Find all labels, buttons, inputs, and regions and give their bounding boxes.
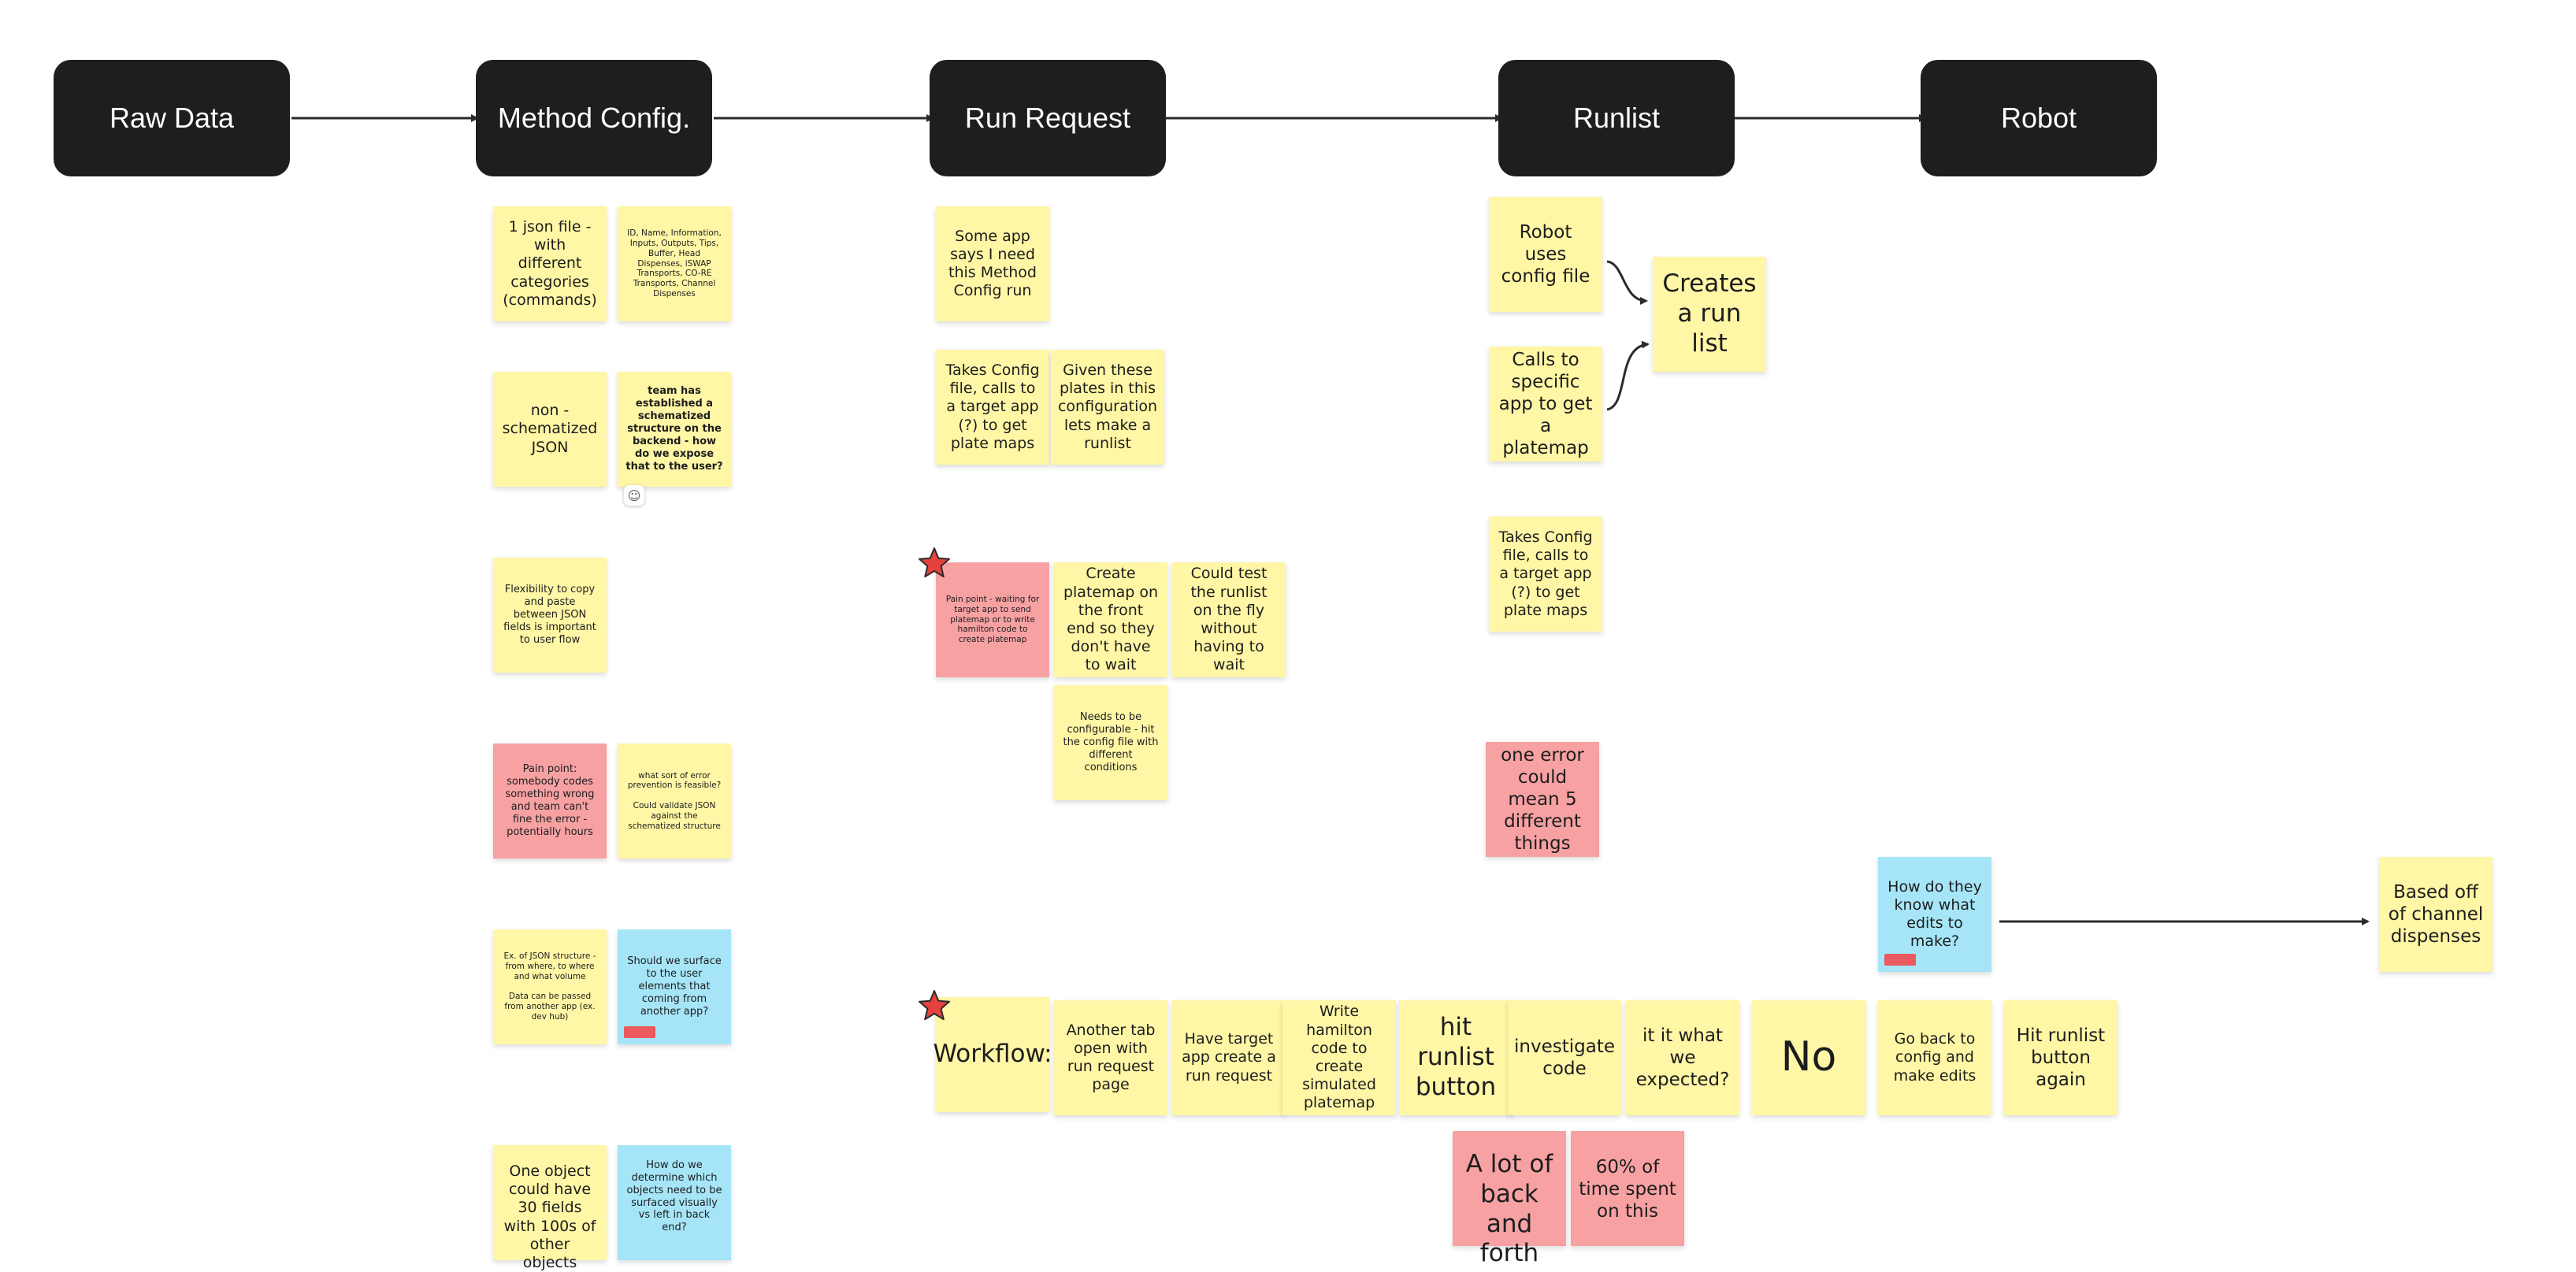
sticky-text: Needs to be configurable - hit the confi… xyxy=(1063,711,1159,773)
sticky-text: Go back to config and make edits xyxy=(1893,1030,1977,1085)
sticky-text: Another tab open with run request page xyxy=(1066,1021,1156,1094)
sticky-note[interactable]: Needs to be configurable - hit the confi… xyxy=(1054,685,1167,800)
sticky-text: Should we surface to the user elements t… xyxy=(627,955,722,1018)
sticky-text: How do we determine which objects need t… xyxy=(626,1159,722,1234)
sticky-note[interactable]: Pain point - waiting for target app to s… xyxy=(936,562,1049,677)
sticky-text: one error could mean 5 different things xyxy=(1501,744,1584,855)
tag-label xyxy=(624,1026,655,1038)
workflow-step[interactable]: Another tab open with run request page xyxy=(1054,1000,1167,1115)
sticky-note[interactable]: Create platemap on the front end so they… xyxy=(1054,562,1167,677)
workflow-step[interactable]: No xyxy=(1752,1000,1865,1115)
sticky-text: A lot of back and forth xyxy=(1465,1150,1553,1268)
workflow-step[interactable]: Write hamilton code to create simulated … xyxy=(1282,1000,1396,1115)
sticky-note[interactable]: Takes Config file, calls to a target app… xyxy=(1489,517,1602,632)
sticky-note[interactable]: Robot uses config file xyxy=(1489,197,1602,312)
sticky-note[interactable]: Pain point: somebody codes something wro… xyxy=(493,744,607,859)
sticky-note[interactable]: Should we surface to the user elements t… xyxy=(618,929,731,1044)
sticky-text: Creates a run list xyxy=(1662,269,1757,358)
stage-runlist[interactable]: Runlist xyxy=(1498,60,1735,176)
sticky-note[interactable]: non - schematized JSON xyxy=(493,372,607,487)
arrow-calls-specific-to-creates xyxy=(1606,340,1650,411)
sticky-text: Hit runlist button again xyxy=(2016,1025,2106,1091)
add-reaction-icon[interactable]: ☺ xyxy=(624,485,644,506)
sticky-text: non - schematized JSON xyxy=(502,402,598,456)
sticky-note[interactable]: Flexibility to copy and paste between JS… xyxy=(493,558,607,673)
sticky-text: it it what we expected? xyxy=(1635,1025,1730,1091)
sticky-note[interactable]: Takes Config file, calls to a target app… xyxy=(936,350,1049,465)
stage-run-request[interactable]: Run Request xyxy=(930,60,1166,176)
sticky-text: team has established a schematized struc… xyxy=(625,385,723,473)
sticky-note[interactable]: Ex. of JSON structure - from where, to w… xyxy=(493,929,607,1044)
sticky-text: Robot uses config file xyxy=(1501,221,1591,287)
sticky-text: ID, Name, Information, Inputs, Outputs, … xyxy=(627,228,722,299)
sticky-text: Calls to specific app to get a platemap xyxy=(1498,349,1593,459)
tag-label xyxy=(1884,954,1916,966)
sticky-note[interactable]: team has established a schematized struc… xyxy=(618,372,731,487)
sticky-note[interactable]: Creates a run list xyxy=(1653,257,1766,372)
sticky-text: Given these plates in this configuration… xyxy=(1057,362,1158,452)
stage-label: Run Request xyxy=(964,102,1131,134)
sticky-note[interactable]: 1 json file - with different categories … xyxy=(493,206,607,321)
sticky-note[interactable]: A lot of back and forth xyxy=(1453,1131,1566,1267)
stage-label: Robot xyxy=(2000,102,2077,134)
sticky-text: Takes Config file, calls to a target app… xyxy=(945,362,1040,452)
sticky-note[interactable]: Could test the runlist on the fly withou… xyxy=(1172,562,1286,677)
sticky-note[interactable]: what sort of error prevention is feasibl… xyxy=(618,744,731,859)
sticky-note[interactable]: One object could have 30 fields with 100… xyxy=(493,1145,607,1271)
sticky-text: Could test the runlist on the fly withou… xyxy=(1190,565,1268,674)
workflow-step[interactable]: Hit runlist button again xyxy=(2004,1000,2118,1115)
stage-raw-data[interactable]: Raw Data xyxy=(54,60,290,176)
sticky-text: Create platemap on the front end so they… xyxy=(1063,565,1159,674)
workflow-step[interactable]: Go back to config and make edits xyxy=(1878,1000,1991,1115)
sticky-text: Based off of channel dispenses xyxy=(2388,881,2484,948)
sticky-text: what sort of error prevention is feasibl… xyxy=(627,770,722,831)
workflow-step[interactable]: hit runlist button xyxy=(1399,1000,1513,1115)
sticky-text: Pain point - waiting for target app to s… xyxy=(945,595,1040,645)
sticky-text: Some app says I need this Method Config … xyxy=(948,227,1037,300)
sticky-text: Pain point: somebody codes something wro… xyxy=(505,763,595,838)
sticky-text: Flexibility to copy and paste between JS… xyxy=(503,584,596,646)
sticky-note[interactable]: Some app says I need this Method Config … xyxy=(936,206,1049,321)
sticky-text: 1 json file - with different categories … xyxy=(503,218,597,309)
sticky-text: How do they know what edits to make? xyxy=(1887,877,1982,951)
workflow-step[interactable]: Have target app create a run request xyxy=(1172,1000,1286,1115)
arrow-robot-uses-to-creates xyxy=(1606,260,1648,305)
workflow-step[interactable]: it it what we expected? xyxy=(1626,1000,1739,1115)
sticky-text: One object could have 30 fields with 100… xyxy=(503,1163,596,1271)
stage-label: Raw Data xyxy=(109,102,235,134)
workflow-label[interactable]: Workflow: xyxy=(933,997,1052,1112)
sticky-text: hit runlist button xyxy=(1415,1013,1497,1101)
sticky-note[interactable]: How do we determine which objects need t… xyxy=(618,1145,731,1260)
sticky-text: 60% of time spent on this xyxy=(1579,1157,1676,1222)
stage-label: Method Config. xyxy=(497,102,691,134)
workflow-step[interactable]: investigate code xyxy=(1508,1000,1621,1115)
sticky-text: No xyxy=(1780,1033,1837,1081)
sticky-text: Workflow: xyxy=(933,1040,1052,1069)
star-icon[interactable] xyxy=(919,989,950,1021)
sticky-text: Takes Config file, calls to a target app… xyxy=(1498,528,1593,619)
sticky-note[interactable]: Given these plates in this configuration… xyxy=(1051,350,1164,465)
sticky-note[interactable]: one error could mean 5 different things xyxy=(1486,742,1599,857)
stage-method-config[interactable]: Method Config. xyxy=(476,60,712,176)
sticky-note[interactable]: Calls to specific app to get a platemap xyxy=(1489,347,1602,462)
sticky-text: investigate code xyxy=(1514,1036,1615,1079)
sticky-note[interactable]: ID, Name, Information, Inputs, Outputs, … xyxy=(618,206,731,321)
sticky-text: Have target app create a run request xyxy=(1182,1030,1276,1085)
sticky-note[interactable]: 60% of time spent on this xyxy=(1571,1131,1684,1246)
sticky-text: Write hamilton code to create simulated … xyxy=(1302,1003,1376,1112)
sticky-note[interactable]: Based off of channel dispenses xyxy=(2379,857,2492,972)
stage-robot[interactable]: Robot xyxy=(1921,60,2157,176)
sticky-text: Ex. of JSON structure - from where, to w… xyxy=(503,951,596,1022)
star-icon[interactable] xyxy=(919,547,950,578)
stage-label: Runlist xyxy=(1572,102,1661,134)
sticky-note[interactable]: How do they know what edits to make? xyxy=(1878,857,1991,972)
